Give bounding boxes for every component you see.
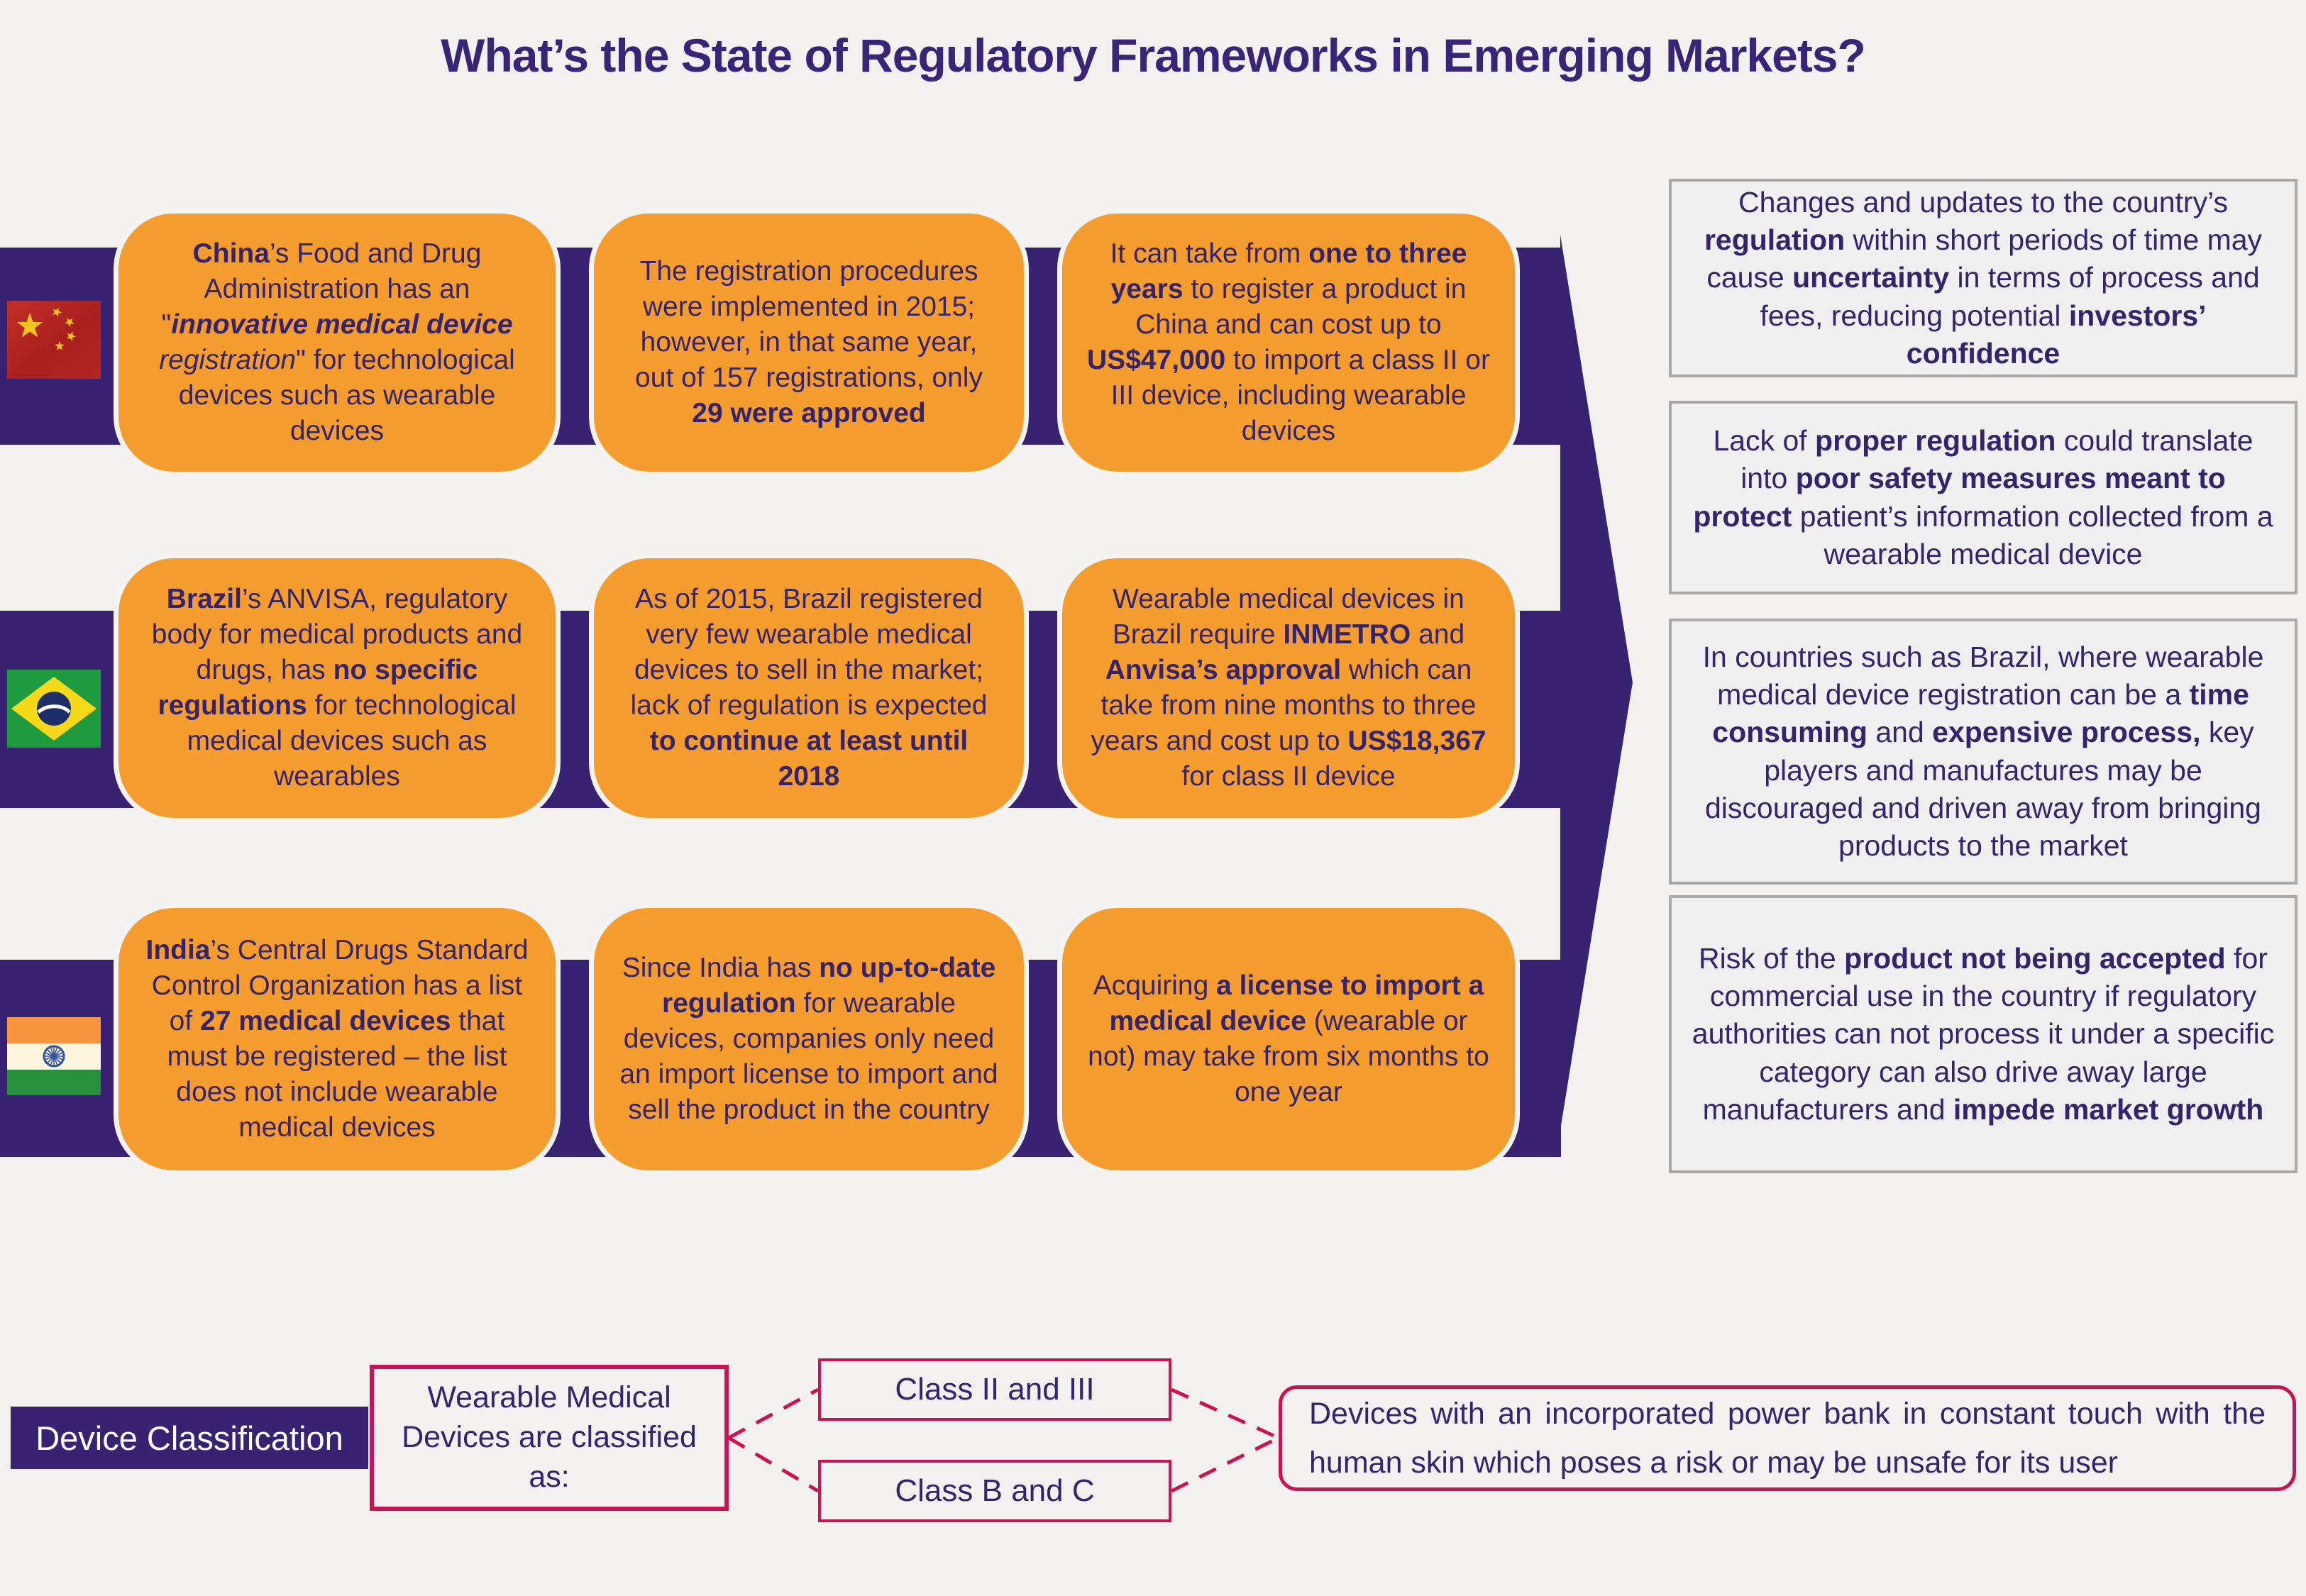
china-fact-1-text: China’s Food and Drug Administration has… (159, 238, 515, 446)
brazil-fact-2-text: As of 2015, Brazil registered very few w… (630, 584, 988, 792)
implication-box-4: Risk of the product not being accepted f… (1669, 895, 2297, 1173)
china-fact-box-3: It can take from one to three years to r… (1057, 209, 1520, 477)
page-title: What’s the State of Regulatory Framework… (441, 29, 1866, 82)
implication-box-2: Lack of proper regulation could translat… (1669, 401, 2297, 594)
implication-2-text: Lack of proper regulation could translat… (1693, 423, 2273, 570)
brazil-fact-box-3: Wearable medical devices in Brazil requi… (1057, 553, 1520, 823)
implication-box-3: In countries such as Brazil, where weara… (1669, 619, 2297, 885)
classification-class-box-1: Class II and III (818, 1358, 1171, 1421)
india-fact-box-3: Acquiring a license to import a medical … (1057, 903, 1520, 1175)
implication-3-text: In countries such as Brazil, where weara… (1702, 640, 2264, 863)
india-fact-2-text: Since India has no up-to-date regulation… (619, 953, 998, 1125)
classification-intro-box: Wearable Medical Devices are classified … (370, 1365, 729, 1511)
china-flag-icon (7, 301, 101, 379)
classification-class-box-2: Class B and C (818, 1460, 1171, 1522)
brazil-fact-box-2: As of 2015, Brazil registered very few w… (589, 553, 1029, 823)
device-classification-label: Device Classification (11, 1407, 368, 1469)
india-fact-box-1: India’s Central Drugs Standard Control O… (114, 903, 561, 1175)
classification-note-box: Devices with an incorporated power bank … (1279, 1385, 2296, 1491)
implication-box-1: Changes and updates to the country’s reg… (1669, 179, 2297, 377)
brazil-flag-icon (7, 670, 101, 748)
china-fact-box-2: The registration procedures were impleme… (589, 209, 1029, 477)
china-fact-2-text: The registration procedures were impleme… (635, 256, 983, 428)
classification-note-text: Devices with an incorporated power bank … (1309, 1396, 2266, 1480)
india-fact-box-2: Since India has no up-to-date regulation… (589, 903, 1029, 1175)
india-fact-3-text: Acquiring a license to import a medical … (1088, 970, 1489, 1107)
china-fact-3-text: It can take from one to three years to r… (1087, 238, 1490, 446)
india-fact-1-text: India’s Central Drugs Standard Control O… (145, 935, 529, 1143)
china-fact-box-1: China’s Food and Drug Administration has… (114, 209, 561, 477)
india-flag-icon (7, 1017, 101, 1095)
right-arrow-icon (1560, 235, 1633, 1130)
brazil-fact-1-text: Brazil’s ANVISA, regulatory body for med… (151, 584, 523, 792)
implication-4-text: Risk of the product not being accepted f… (1692, 941, 2275, 1126)
implication-1-text: Changes and updates to the country’s reg… (1704, 185, 2263, 370)
brazil-fact-box-1: Brazil’s ANVISA, regulatory body for med… (114, 553, 561, 823)
brazil-fact-3-text: Wearable medical devices in Brazil requi… (1091, 584, 1486, 792)
